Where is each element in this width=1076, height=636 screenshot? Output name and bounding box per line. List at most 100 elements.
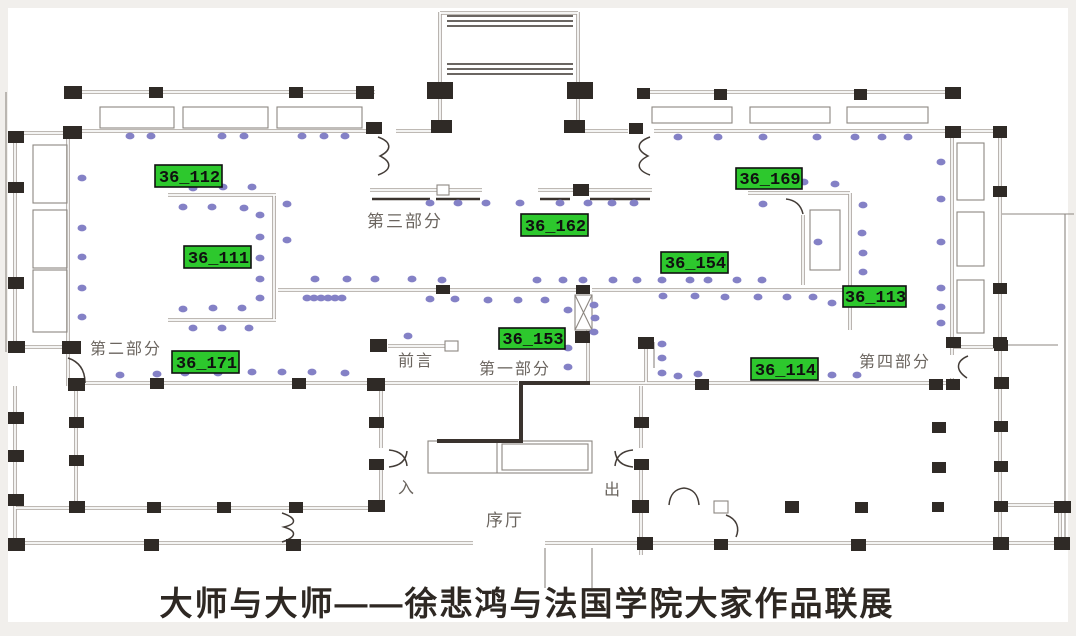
artwork-dot (208, 304, 218, 312)
side-panel (32, 269, 68, 333)
room-tag-text: 36_112 (159, 169, 220, 188)
artwork-dot (757, 276, 767, 284)
artwork-dot (936, 319, 946, 327)
artwork-dot (852, 371, 862, 379)
room-tag-36_171[interactable]: 36_171 (171, 350, 240, 374)
room-tag-text: 36_162 (525, 218, 586, 237)
artwork-dot (342, 275, 352, 283)
column (946, 379, 960, 390)
column (564, 120, 585, 133)
column (854, 89, 867, 100)
room-tag-text: 36_171 (176, 355, 237, 374)
column (629, 123, 643, 134)
artwork-dot (255, 233, 265, 241)
column (149, 87, 163, 98)
room-tag-text: 36_154 (665, 255, 726, 274)
room-tag-box[interactable] (171, 350, 240, 374)
column (993, 537, 1009, 550)
artwork-dot (936, 158, 946, 166)
room-tag-box[interactable] (154, 164, 223, 188)
artwork-dot (316, 294, 326, 302)
artwork-dot (690, 292, 700, 300)
artwork-dot (657, 354, 667, 362)
column (994, 340, 1008, 351)
column (150, 378, 164, 389)
queue-partition (437, 381, 590, 443)
column (144, 539, 159, 551)
column (632, 500, 649, 513)
column (64, 86, 82, 99)
artwork-dot (782, 293, 792, 301)
reception-desk-inner (501, 443, 589, 471)
column (368, 500, 385, 512)
column (366, 122, 382, 134)
artwork-dot (540, 296, 550, 304)
column (695, 379, 709, 390)
artwork-dot (450, 295, 460, 303)
wall-divider (436, 184, 450, 196)
room-tag-box[interactable] (842, 285, 907, 308)
room-tag-36_162[interactable]: 36_162 (520, 213, 589, 237)
artwork-dot (297, 132, 307, 140)
room-tag-box[interactable] (660, 251, 729, 274)
room-tag-36_153[interactable]: 36_153 (498, 327, 566, 350)
room-tag-box[interactable] (735, 167, 803, 190)
artwork-dot (247, 183, 257, 191)
room-tag-box[interactable] (183, 245, 252, 269)
window-bay (182, 106, 269, 129)
artwork-dot (77, 313, 87, 321)
artwork-dot (657, 276, 667, 284)
artwork-dot (753, 293, 763, 301)
column (575, 331, 590, 343)
room-tag-box[interactable] (520, 213, 589, 237)
artwork-dot (309, 294, 319, 302)
artwork-dot (146, 132, 156, 140)
artwork-dot (629, 199, 639, 207)
artwork-dot (437, 276, 447, 284)
artwork-dot (310, 275, 320, 283)
room-tag-36_112[interactable]: 36_112 (154, 164, 223, 188)
artwork-dot (247, 368, 257, 376)
artwork-dot (403, 332, 413, 340)
column (714, 89, 727, 100)
column (8, 450, 24, 462)
column (1054, 537, 1070, 550)
artwork-dot (583, 199, 593, 207)
room-tag-36_114[interactable]: 36_114 (750, 357, 819, 381)
column (147, 502, 161, 513)
artwork-dot (319, 132, 329, 140)
artwork-dot (555, 199, 565, 207)
column (427, 82, 453, 99)
column (431, 120, 452, 133)
column (851, 539, 866, 551)
room-tag-36_154[interactable]: 36_154 (660, 251, 729, 274)
room-tag-36_169[interactable]: 36_169 (735, 167, 803, 190)
artwork-dot (713, 133, 723, 141)
room-tag-36_111[interactable]: 36_111 (183, 245, 252, 269)
display-case (809, 209, 841, 271)
column (932, 462, 946, 473)
column (8, 494, 24, 506)
artwork-dot (255, 211, 265, 219)
section-labels: 第三部分第二部分第一部分第四部分前言入出序厅 (90, 212, 929, 530)
window-bay (651, 106, 733, 124)
room-tag-box[interactable] (750, 357, 819, 381)
door-jamb (713, 500, 729, 514)
room-tag-box[interactable] (498, 327, 566, 350)
artwork-dot (307, 368, 317, 376)
exhibition-title: 大师与大师——徐悲鸿与法国学院大家作品联展 (160, 585, 895, 622)
column (637, 537, 653, 550)
artwork-dot (657, 369, 667, 377)
side-panel (956, 279, 985, 334)
column (994, 461, 1008, 472)
artwork-dot (481, 199, 491, 207)
artwork-dot (513, 296, 523, 304)
side-panel (956, 211, 985, 267)
artwork-dot (77, 174, 87, 182)
artwork-dot (903, 133, 913, 141)
artwork-dot (217, 324, 227, 332)
room-tag-36_113[interactable]: 36_113 (842, 285, 907, 308)
artwork-dot (125, 132, 135, 140)
